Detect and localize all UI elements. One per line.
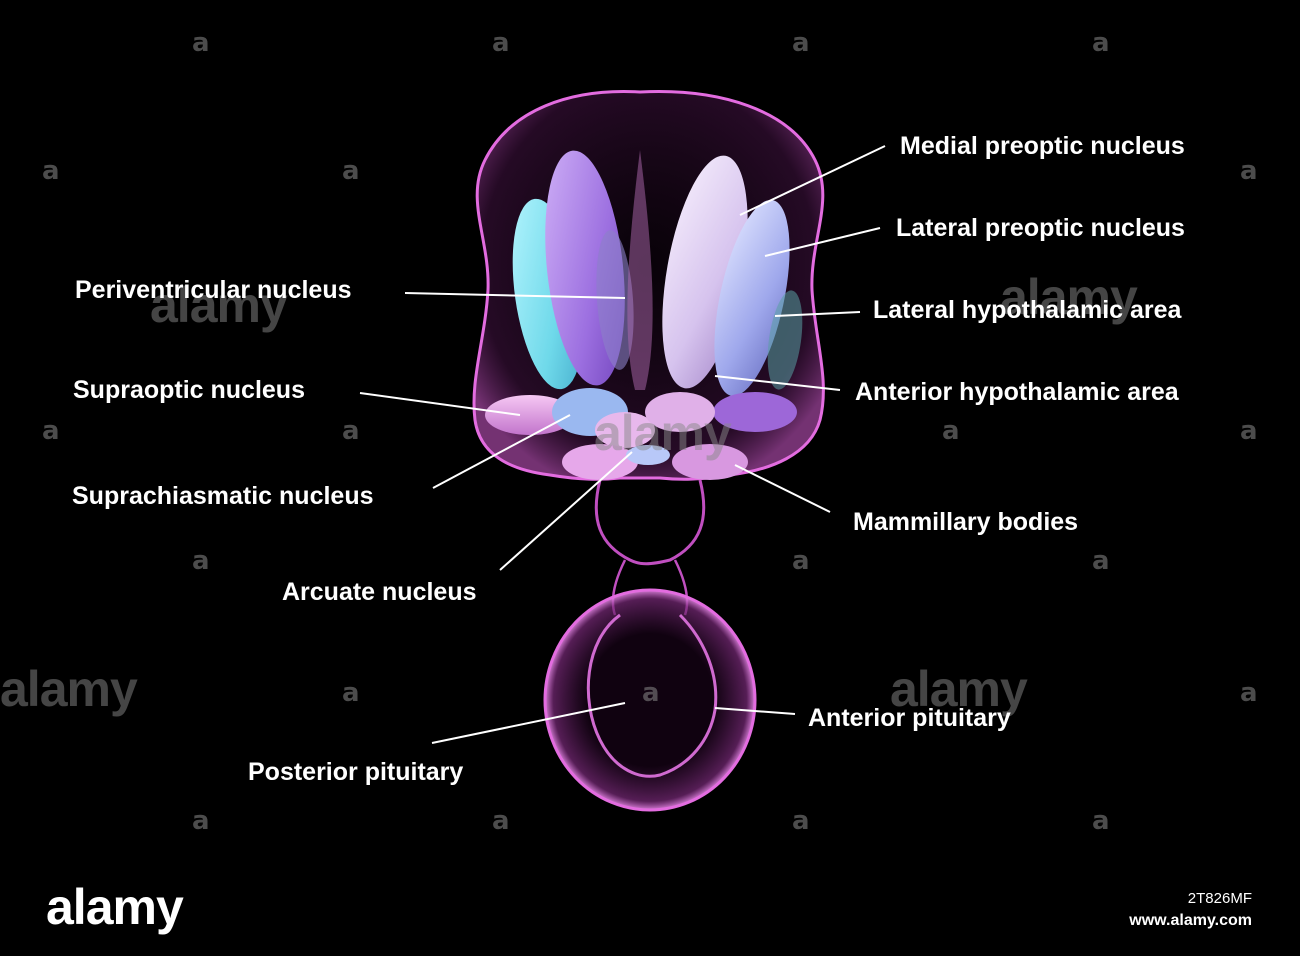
watermark-glyph: a [942, 416, 960, 446]
watermark-glyph: a [642, 678, 660, 708]
leader-mammillary [734, 464, 831, 513]
label-anterior-hypothalamic-area: Anterior hypothalamic area [855, 378, 1179, 406]
label-arcuate-nucleus: Arcuate nucleus [282, 578, 477, 606]
third-ventricle [627, 150, 653, 390]
watermark-logo: alamy [150, 277, 288, 333]
watermark-glyph: a [1240, 678, 1258, 708]
watermark-logo: alamy [1000, 269, 1138, 325]
leader-posterior-pituitary [431, 702, 626, 744]
label-medial-preoptic-nucleus: Medial preoptic nucleus [900, 132, 1185, 160]
leader-arcuate [499, 451, 633, 571]
left-periwinkle-nucleus [596, 230, 634, 370]
leader-medial-preoptic [739, 145, 886, 216]
leader-anterior-hypothalamic [714, 375, 841, 391]
watermark-glyph: a [492, 806, 510, 836]
watermark-glyph: a [792, 28, 810, 58]
watermark-glyph: a [1092, 28, 1110, 58]
watermark-glyph: a [1092, 546, 1110, 576]
leader-suprachiasmatic [432, 414, 571, 489]
watermark-glyph: a [192, 28, 210, 58]
arcuate-blue [626, 445, 670, 465]
watermark-glyph: a [342, 156, 360, 186]
label-periventricular-nucleus: Periventricular nucleus [75, 276, 352, 304]
label-mammillary-bodies: Mammillary bodies [853, 508, 1079, 536]
label-suprachiasmatic-nucleus: Suprachiasmatic nucleus [72, 482, 374, 510]
image-id: 2T826MF [1187, 890, 1252, 907]
watermark-glyph: a [492, 28, 510, 58]
watermark-glyph: a [42, 156, 60, 186]
mammillary-left [562, 444, 638, 480]
label-supraoptic-nucleus: Supraoptic nucleus [73, 376, 305, 404]
watermark-glyph: a [42, 416, 60, 446]
label-lateral-hypothalamic-area: Lateral hypothalamic area [873, 296, 1182, 324]
mammillary-right [672, 444, 748, 480]
watermark-logo: alamy [890, 661, 1028, 717]
center-pink-right [645, 392, 715, 432]
leader-anterior-pituitary [714, 707, 796, 715]
leader-supraoptic [359, 392, 521, 416]
leader-lateral-hypothalamic [774, 311, 861, 317]
label-anterior-pituitary: Anterior pituitary [808, 704, 1011, 732]
alamy-logo: alamy [46, 879, 184, 935]
watermark-glyph: a [192, 546, 210, 576]
leader-lines [359, 145, 886, 744]
center-pink-left [595, 412, 655, 448]
watermark-glyph: a [792, 806, 810, 836]
watermark-glyph: a [342, 678, 360, 708]
watermark-glyph: a [342, 416, 360, 446]
brand-url: www.alamy.com [1129, 912, 1252, 929]
watermark-logo: alamy [0, 661, 138, 717]
posterior-pituitary-lobe [586, 613, 718, 778]
watermark-logo: alamy [594, 405, 732, 461]
label-lateral-preoptic-nucleus: Lateral preoptic nucleus [896, 214, 1185, 242]
supraoptic-right [713, 392, 797, 432]
leader-periventricular [404, 292, 626, 299]
watermark-glyph: a [192, 806, 210, 836]
label-posterior-pituitary: Posterior pituitary [248, 758, 464, 786]
infundibulum [594, 479, 706, 566]
watermark-glyph: a [1240, 156, 1258, 186]
watermark-glyph: a [1092, 806, 1110, 836]
watermark-glyph: a [1240, 416, 1258, 446]
leader-lateral-preoptic [764, 227, 881, 257]
watermark-glyph: a [792, 546, 810, 576]
